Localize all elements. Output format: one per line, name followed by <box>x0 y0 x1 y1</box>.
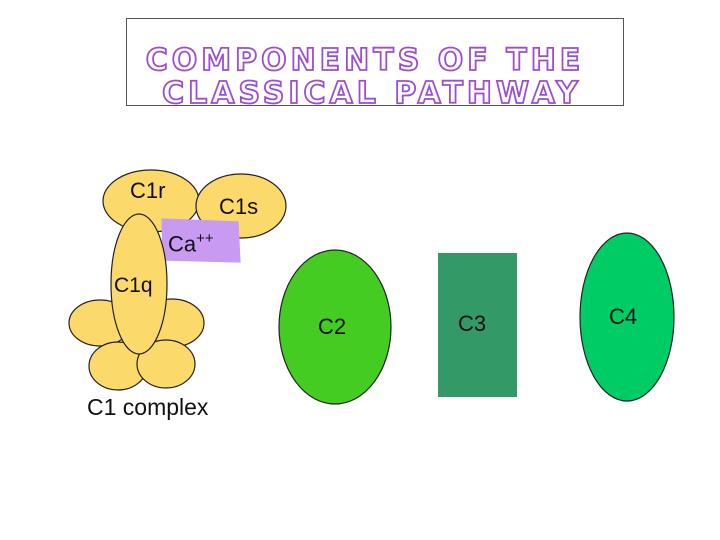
c4-label: C4 <box>609 304 638 329</box>
calcium-text: Ca <box>168 231 197 257</box>
c4-shape <box>579 232 675 402</box>
c1q-shape <box>110 213 168 355</box>
c2-shape <box>278 249 392 405</box>
title-line-1: COMPONENTS OF THE <box>146 43 585 78</box>
c1r-label: C1r <box>130 178 166 203</box>
c1-complex-label: C1 complex <box>87 394 209 420</box>
c1s-label: C1s <box>219 194 259 219</box>
c3-label: C3 <box>458 311 487 336</box>
c1q-label: C1q <box>114 274 153 297</box>
calcium-charge: ++ <box>196 230 214 247</box>
title-line-2: CLASSICAL PATHWAY <box>162 76 582 111</box>
c2-label: C2 <box>318 314 347 339</box>
c1q-head-right-bottom <box>136 339 196 389</box>
c3-shape <box>438 253 517 397</box>
title-box <box>126 18 624 106</box>
calcium-label: Ca++ <box>168 231 214 255</box>
title-graphic: COMPONENTS OF THE CLASSICAL PATHWAY <box>145 42 585 112</box>
